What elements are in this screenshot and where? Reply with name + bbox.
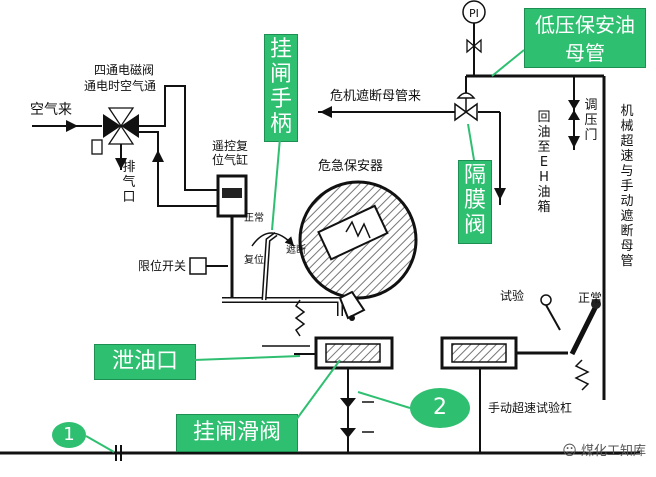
adjust-valve-label: 调压门 xyxy=(584,98,598,143)
test-lever-knob xyxy=(591,299,601,309)
gauge-valve-icon xyxy=(466,38,482,54)
spring-right xyxy=(574,359,590,391)
trip-handle-callout: 挂闸手柄 xyxy=(264,34,298,142)
diaphragm-valve-icon xyxy=(454,92,478,122)
trip-handle-rod-inner xyxy=(263,233,277,301)
four-way-valve-label: 四通电磁阀 xyxy=(94,63,155,77)
handle-arc xyxy=(251,232,295,247)
normal-top-label: 正常 xyxy=(244,213,264,224)
test-lever xyxy=(569,304,599,356)
exhaust-label: 排气口 xyxy=(122,160,136,205)
drain-port-callout: 泄油口 xyxy=(94,344,196,380)
limit-switch-label: 限位开关 xyxy=(138,259,187,273)
test-label: 试验 xyxy=(500,289,525,303)
latch-pivot xyxy=(349,315,355,321)
energized-air-label: 通电时空气通 xyxy=(84,79,157,93)
air-in-label: 空气来 xyxy=(30,102,72,118)
four-way-solenoid-valve-icon xyxy=(91,107,139,155)
normal-right-label: 正常 xyxy=(578,291,603,305)
spring-left xyxy=(294,299,306,337)
marker-2: 2 xyxy=(410,388,470,428)
latch-slide-valve-callout: 挂闸滑阀 xyxy=(176,414,298,452)
return-oil-label: 回油至EH油箱 xyxy=(537,110,551,215)
pressure-gauge-icon xyxy=(462,0,486,24)
low-pressure-header-callout: 低压保安油母管 xyxy=(524,8,646,68)
diaphragm-valve-callout: 隔膜阀 xyxy=(458,160,492,244)
reset-cylinder-label-2: 位气缸 xyxy=(212,153,249,167)
reset-label: 复位 xyxy=(244,255,264,266)
watermark: ☺ 煤化工知库 xyxy=(562,440,646,459)
trip-header-label: 危机遮断母管来 xyxy=(330,89,422,104)
test-lever-alt xyxy=(545,304,561,331)
governor-spring xyxy=(345,220,371,239)
overspeed-test-lever-label: 手动超速试验杠 xyxy=(488,401,573,415)
manual-trip-header-label: 机械超速与手动遮断母管 xyxy=(620,104,634,269)
wechat-icon: ☺ xyxy=(562,443,577,459)
trip-label: 遮断 xyxy=(286,245,306,256)
reset-cylinder-piston xyxy=(222,188,242,198)
test-valve-spool xyxy=(451,343,507,363)
governor-pawl xyxy=(338,290,366,320)
adjust-valve-icon xyxy=(568,100,580,120)
emergency-governor-label: 危急保安器 xyxy=(318,159,384,174)
marker-1: 1 xyxy=(52,422,86,448)
check-valve-icon xyxy=(340,398,374,438)
reset-cylinder-label-1: 遥控复 xyxy=(212,139,249,153)
latch-slide-spool xyxy=(325,343,381,363)
watermark-text: 煤化工知库 xyxy=(580,444,646,459)
air-line-outer xyxy=(139,85,218,191)
gauge-label: PI xyxy=(469,7,479,20)
governor-bolt xyxy=(317,204,389,261)
